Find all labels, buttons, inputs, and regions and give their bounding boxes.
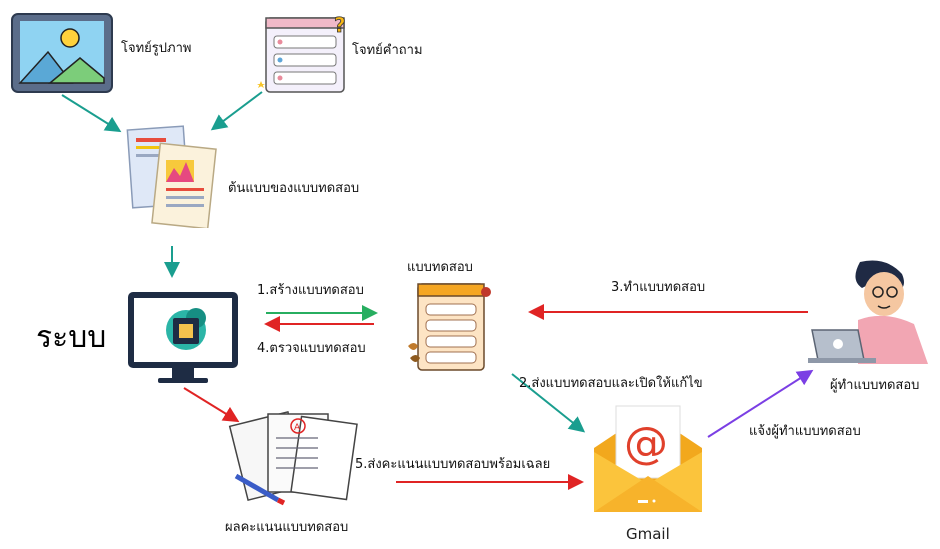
graded-papers-icon: A: [228, 410, 358, 506]
person-laptop-icon: [808, 260, 928, 364]
label-step5: 5.ส่งคะแนนแบบทดสอบพร้อมเฉลย: [355, 457, 551, 472]
label-step2: 2.ส่งแบบทดสอบและเปิดให้แก้ไข: [519, 376, 703, 391]
question-form-icon: ?: [257, 13, 346, 93]
label-question-problem: โจทย์คำถาม: [352, 43, 423, 58]
label-system: ระบบ: [36, 320, 107, 355]
label-quiz: แบบทดสอบ: [407, 260, 473, 275]
svg-text:A: A: [294, 423, 301, 433]
svg-text:?: ?: [334, 13, 346, 37]
quiz-form-icon: [408, 283, 491, 371]
label-step4: 4.ตรวจแบบทดสอบ: [257, 341, 366, 356]
label-gmail: Gmail: [626, 525, 670, 543]
arrow-send-to-gmail: [511, 373, 586, 433]
label-notify: แจ้งผู้ทำแบบทดสอบ: [749, 424, 861, 439]
label-step3: 3.ทำแบบทดสอบ: [611, 280, 706, 295]
image-icon: [11, 13, 113, 93]
label-test-taker: ผู้ทำแบบทดสอบ: [830, 378, 920, 393]
label-image-problem: โจทย์รูปภาพ: [121, 41, 192, 56]
arrow-question-to-template: [210, 91, 263, 131]
document-stack-icon: [126, 125, 217, 228]
label-step1: 1.สร้างแบบทดสอบ: [257, 283, 364, 298]
arrow-system-to-score: [183, 387, 240, 423]
label-test-template: ต้นแบบของแบบทดสอบ: [228, 181, 360, 196]
arrow-notify-taker: [707, 369, 814, 438]
gmail-envelope-icon: @: [594, 405, 702, 512]
svg-text:@: @: [624, 418, 668, 469]
computer-chip-icon: [128, 292, 238, 383]
label-score-result: ผลคะแนนแบบทดสอบ: [225, 520, 349, 535]
arrow-image-to-template: [61, 94, 122, 133]
